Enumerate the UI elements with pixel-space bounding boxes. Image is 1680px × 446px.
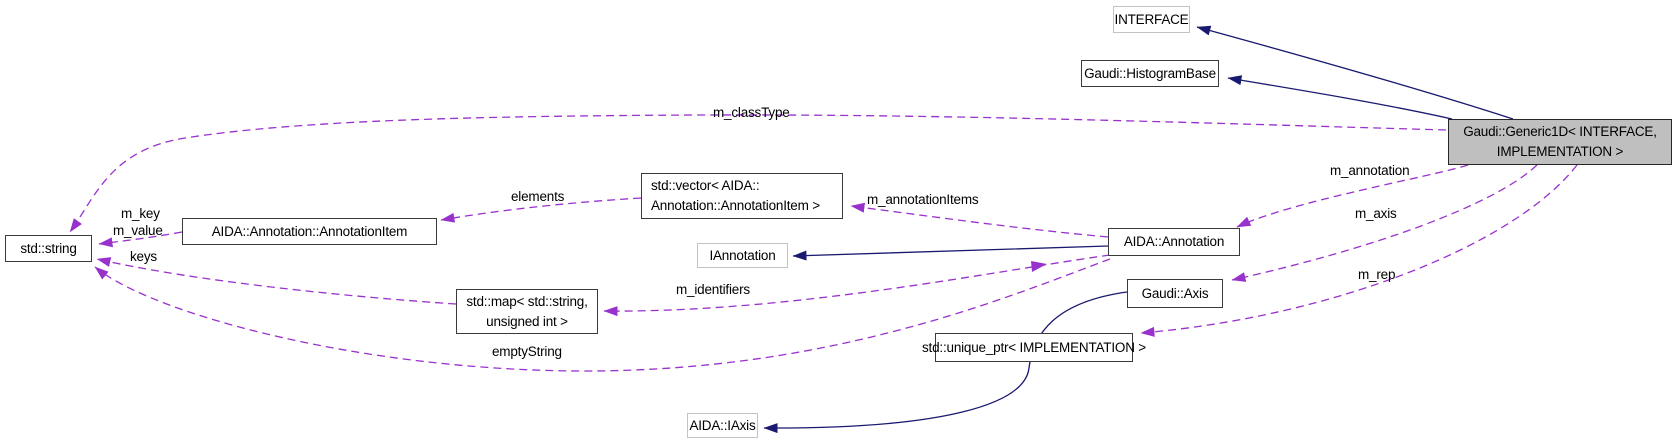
edge-label-m-key: m_key: [121, 206, 160, 221]
edge-usage-m-annotationitems: [850, 202, 1109, 238]
edge-inherit-annotation-iannotation: [792, 245, 1109, 261]
edge-label-m-annotationitems: m_annotationItems: [867, 192, 979, 207]
node-aida-annotation[interactable]: AIDA::Annotation: [1108, 228, 1240, 256]
edge-usage-elements: [440, 197, 642, 223]
node-iannotation: IAnnotation: [697, 243, 788, 268]
edge-inherit-axis-iaxis: [763, 291, 1128, 434]
node-gaudi-generic1d-line2: IMPLEMENTATION >: [1496, 144, 1624, 159]
edge-usage-m-rep: [1140, 164, 1578, 337]
edge-label-keys: keys: [130, 249, 157, 264]
edge-usage-m-annotation: [1236, 164, 1469, 228]
node-aida-annotation-label: AIDA::Annotation: [1123, 234, 1225, 249]
edge-usage-keys: [96, 257, 457, 305]
node-std-map-line2: unsigned int >: [486, 313, 568, 329]
node-interface: INTERFACE: [1113, 6, 1190, 33]
node-gaudi-axis[interactable]: Gaudi::Axis: [1127, 279, 1223, 308]
edge-label-m-axis: m_axis: [1355, 206, 1397, 221]
node-interface-label: INTERFACE: [1114, 11, 1189, 27]
edge-label-m-value: m_value: [113, 223, 163, 238]
edge-usage-m-identifiers: [603, 254, 1111, 317]
edge-inherit-generic1d-histogrambase: [1227, 75, 1453, 120]
edge-usage-emptystring: [94, 258, 1111, 372]
edge-label-m-rep: m_rep: [1358, 267, 1396, 282]
node-aida-iaxis: AIDA::IAxis: [687, 413, 758, 438]
edge-label-m-identifiers: m_identifiers: [676, 282, 750, 297]
edge-label-m-annotation: m_annotation: [1330, 163, 1410, 178]
node-std-vector-line2: Annotation::AnnotationItem >: [651, 198, 820, 213]
node-gaudi-generic1d: Gaudi::Generic1D< INTERFACE, IMPLEMENTAT…: [1448, 119, 1672, 165]
node-std-map[interactable]: std::map< std::string, unsigned int >: [456, 289, 598, 334]
node-aida-annotationitem[interactable]: AIDA::Annotation::AnnotationItem: [182, 218, 437, 245]
edge-usage-m-key-m-value: [98, 231, 183, 248]
node-std-unique-ptr-label: std::unique_ptr< IMPLEMENTATION >: [922, 339, 1146, 355]
mid-arrowhead: [1031, 261, 1047, 272]
node-std-vector-annotationitem[interactable]: std::vector< AIDA:: Annotation::Annotati…: [641, 173, 843, 219]
edge-usage-m-axis: [1231, 164, 1538, 282]
node-iannotation-label: IAnnotation: [709, 247, 776, 263]
node-gaudi-axis-label: Gaudi::Axis: [1141, 285, 1209, 301]
node-gaudi-generic1d-line1: Gaudi::Generic1D< INTERFACE,: [1463, 124, 1657, 139]
edge-label-emptystring: emptyString: [492, 344, 562, 359]
node-std-string-label: std::string: [20, 240, 77, 256]
node-std-unique-ptr[interactable]: std::unique_ptr< IMPLEMENTATION >: [922, 333, 1146, 362]
edge-label-m-classtype: m_classType: [713, 105, 790, 120]
node-aida-iaxis-label: AIDA::IAxis: [689, 417, 756, 433]
edge-inherit-generic1d-interface: [1196, 25, 1514, 120]
node-std-string[interactable]: std::string: [5, 235, 92, 262]
node-gaudi-histogrambase-label: Gaudi::HistogramBase: [1084, 65, 1216, 81]
edge-label-elements: elements: [511, 189, 565, 204]
node-gaudi-histogrambase[interactable]: Gaudi::HistogramBase: [1081, 60, 1219, 87]
node-std-vector-line1: std::vector< AIDA::: [651, 178, 760, 193]
node-std-map-line1: std::map< std::string,: [466, 293, 588, 309]
node-aida-annotationitem-label: AIDA::Annotation::AnnotationItem: [211, 223, 408, 239]
